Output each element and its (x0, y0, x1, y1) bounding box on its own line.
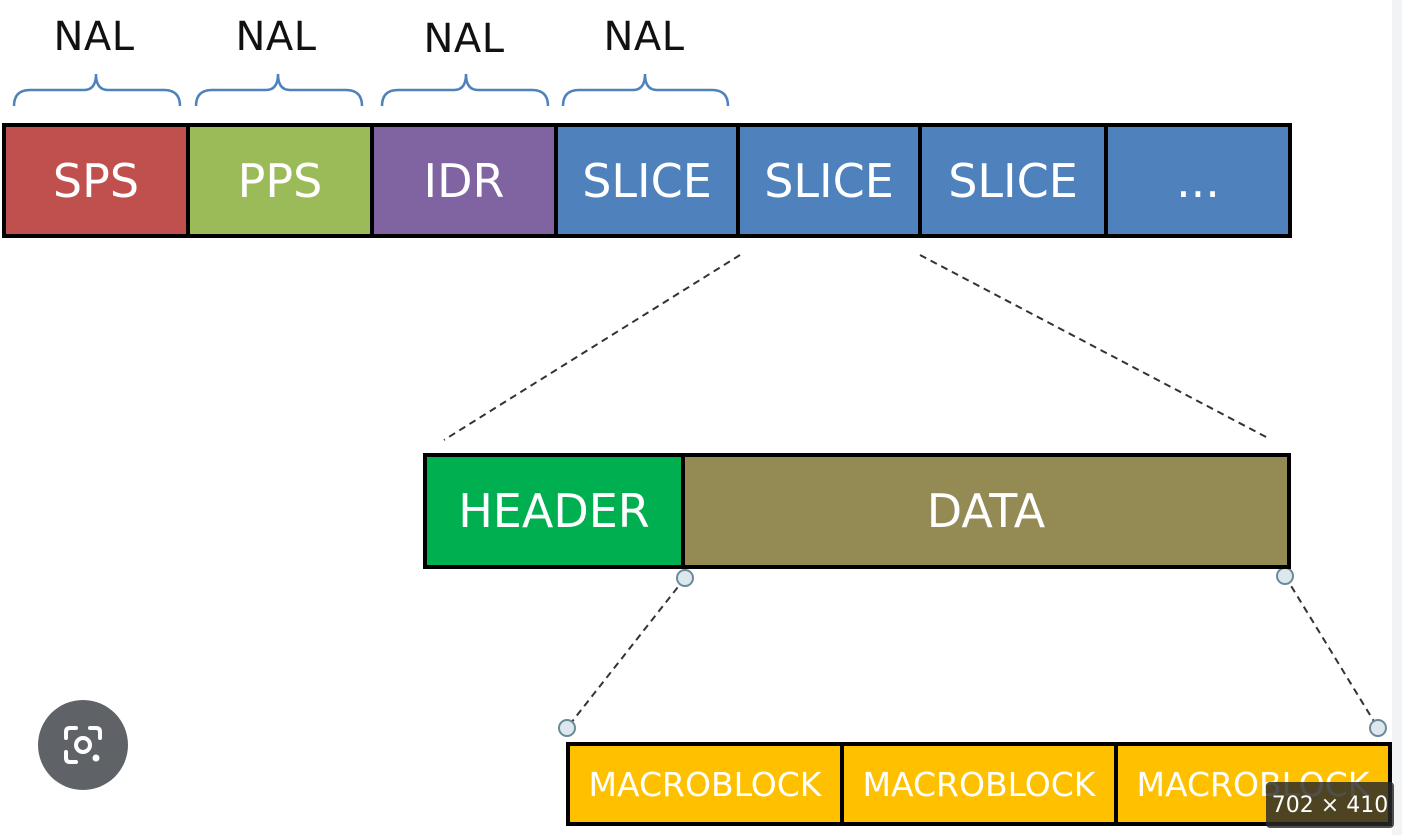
slice-header: HEADER (427, 457, 685, 565)
page-edge (1392, 0, 1402, 835)
nal-label: NAL (603, 14, 685, 60)
nal-label: NAL (235, 14, 317, 60)
connector-handle (1369, 719, 1387, 737)
connector-handle (676, 569, 694, 587)
nal-unit-slice: SLICE (558, 127, 740, 234)
camera-search-icon (64, 726, 102, 764)
nal-unit-pps: PPS (190, 127, 374, 234)
nal-brace (561, 73, 730, 107)
lens-search-button[interactable] (38, 700, 128, 790)
nal-label: NAL (53, 14, 135, 60)
connector-handle (558, 719, 576, 737)
macroblock: MACROBLOCK (844, 746, 1118, 822)
nal-unit-slice: SLICE (922, 127, 1108, 234)
zoom-line (1284, 575, 1379, 729)
nal-unit-row: SPS PPS IDR SLICE SLICE SLICE ... (2, 123, 1292, 238)
connector-handle (1276, 567, 1294, 585)
nal-unit-idr: IDR (374, 127, 558, 234)
macroblock: MACROBLOCK (570, 746, 844, 822)
zoom-line (919, 254, 1269, 439)
nal-brace (380, 73, 550, 107)
slice-structure-row: HEADER DATA (423, 453, 1291, 569)
nal-label: NAL (423, 16, 505, 62)
nal-unit-sps: SPS (6, 127, 190, 234)
zoom-line (566, 577, 686, 729)
nal-brace (12, 73, 182, 107)
nal-brace (194, 73, 364, 107)
image-size-badge: 702 × 410 (1266, 782, 1394, 828)
nal-unit-slice: SLICE (740, 127, 922, 234)
nal-unit-more: ... (1108, 127, 1288, 234)
zoom-line (443, 254, 741, 441)
slice-data: DATA (685, 457, 1287, 565)
